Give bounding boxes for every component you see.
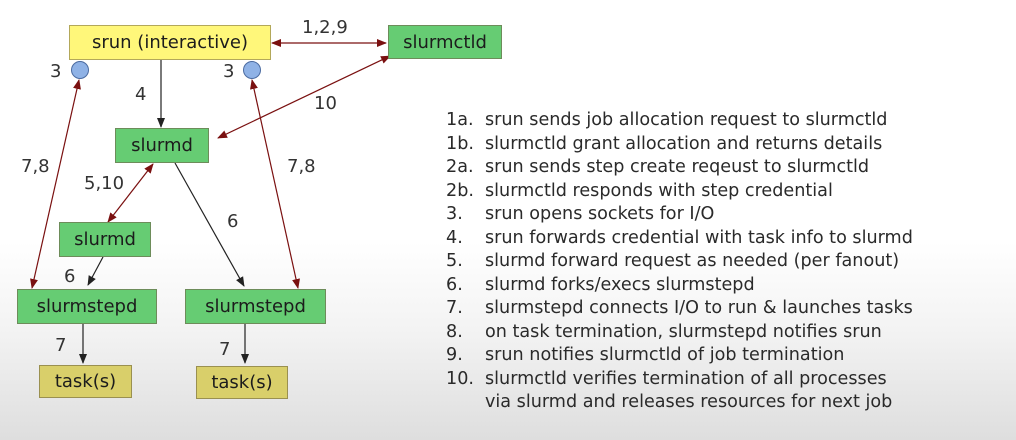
legend-item-text: slurmctld grant allocation and returns d…: [485, 133, 883, 154]
legend-item: 1b. slurmctld grant allocation and return…: [446, 133, 913, 157]
label-srun-slurmd: 4: [135, 84, 146, 105]
legend-item-number: 4.: [446, 227, 463, 248]
label-slurmd-stepd-left: 6: [64, 266, 75, 287]
legend-item-text: slurmstepd connects I/O to run & launche…: [485, 298, 913, 318]
legend-item-number: 3.: [446, 204, 463, 224]
legend-item-number: 1a.: [446, 110, 474, 130]
legend-list: 1a. srun sends job allocation request to …: [446, 109, 913, 415]
legend-item-number: 6.: [446, 274, 463, 295]
node-slurmd-main: slurmd: [115, 128, 209, 163]
legend-item: 5. slurmd forward request as needed (per …: [446, 250, 913, 274]
edge-slurmctld-slurmd: [217, 55, 391, 139]
node-srun-interactive: srun (interactive): [69, 25, 271, 60]
legend-item-number: 1b.: [446, 133, 474, 154]
legend-item: 2b. slurmctld responds with step credenti…: [446, 180, 913, 204]
socket-right-icon: [243, 61, 261, 79]
legend-item-text: srun sends job allocation request to slu…: [485, 110, 888, 130]
legend-item-text: srun sends step create reqeust to slurmc…: [485, 157, 870, 177]
legend-item-text: slurmd forward request as needed (per fa…: [485, 251, 900, 271]
legend-item-text: via slurmd and releases resources for ne…: [485, 392, 893, 412]
edge-slurmd-slurmd: [107, 163, 154, 223]
label-socket-left: 3: [50, 61, 61, 82]
legend-item: 1a. srun sends job allocation request to …: [446, 109, 913, 133]
label-stepd-task-right: 7: [219, 339, 230, 360]
legend-item-number: 10.: [446, 368, 474, 389]
node-task-right: task(s): [196, 366, 288, 399]
label-stepd-task-left: 7: [55, 335, 66, 356]
legend-item: via slurmd and releases resources for ne…: [446, 391, 913, 415]
legend-item-number: 2a.: [446, 157, 474, 177]
legend-item-text: slurmd forks/execs slurmstepd: [485, 274, 755, 295]
edge-slurmd-stepd-right: [174, 162, 245, 287]
label-srun-slurmctld: 1,2,9: [302, 17, 348, 38]
legend-item-number: 7.: [446, 298, 463, 318]
socket-left-icon: [71, 61, 89, 79]
legend-item: 9. srun notifies slurmctld of job termina…: [446, 344, 913, 368]
legend-item-number: 8.: [446, 321, 463, 342]
legend-item: 8. on task termination, slurmstepd notifi…: [446, 321, 913, 345]
legend-item: 2a. srun sends step create reqeust to slu…: [446, 156, 913, 180]
legend-item-text: slurmctld responds with step credential: [485, 180, 833, 201]
node-slurmd-secondary: slurmd: [59, 222, 151, 257]
legend-item: 4. srun forwards credential with task inf…: [446, 227, 913, 251]
label-left-long: 7,8: [21, 156, 50, 177]
legend-item-text: on task termination, slurmstepd notifies…: [485, 321, 882, 342]
legend-item-number: 5.: [446, 251, 463, 271]
legend-item-text: srun notifies slurmctld of job terminati…: [485, 345, 845, 365]
label-slurmd-slurmd: 5,10: [84, 173, 124, 194]
legend-item-text: srun opens sockets for I/O: [485, 204, 715, 224]
legend-item: 6. slurmd forks/execs slurmstepd: [446, 274, 913, 298]
legend-item: 10. slurmctld verifies termination of all…: [446, 368, 913, 392]
label-right-long: 7,8: [287, 156, 316, 177]
legend-item: 7. slurmstepd connects I/O to run & launc…: [446, 297, 913, 321]
label-slurmctld-slurmd: 10: [314, 93, 337, 114]
label-slurmd-stepd-right: 6: [227, 211, 238, 232]
legend-item-number: 9.: [446, 345, 463, 365]
node-slurmctld: slurmctld: [388, 25, 502, 59]
edge-socket-right-stepd-right: [250, 79, 300, 289]
node-slurmstepd-right: slurmstepd: [185, 289, 326, 324]
edge-slurmd2-stepd-left: [87, 256, 104, 286]
legend-item: 3. srun opens sockets for I/O: [446, 203, 913, 227]
legend-item-text: slurmctld verifies termination of all pr…: [485, 368, 887, 389]
legend-item-number: 2b.: [446, 180, 474, 201]
node-slurmstepd-left: slurmstepd: [17, 289, 157, 324]
label-socket-right: 3: [223, 61, 234, 82]
edge-socket-left-stepd-left: [30, 79, 81, 289]
node-task-left: task(s): [39, 365, 132, 398]
legend-item-text: srun forwards credential with task info …: [485, 227, 913, 248]
